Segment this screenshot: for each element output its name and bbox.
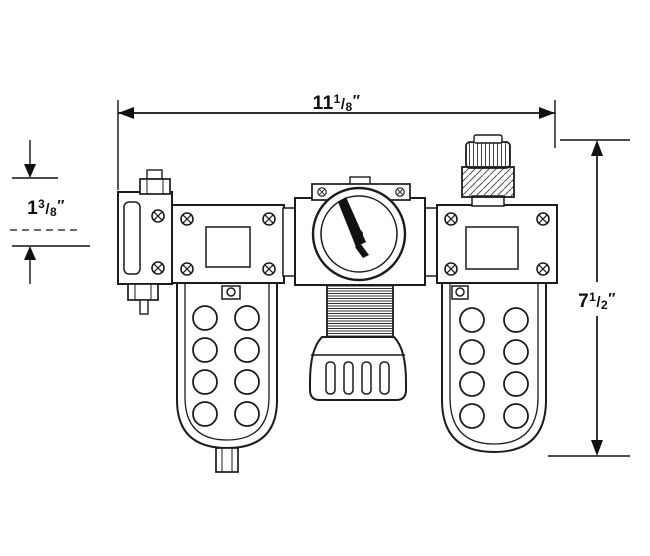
filter-unit — [171, 204, 285, 473]
filter-bowl — [176, 282, 278, 473]
port-height-dimension — [10, 140, 90, 284]
arrow-down-icon — [591, 440, 603, 456]
overall-height-dimension — [548, 139, 630, 457]
arrow-right-icon — [539, 107, 555, 119]
dim-numerator: 3 — [38, 197, 46, 211]
drain-plug — [215, 447, 239, 473]
dimension-annotations — [10, 100, 630, 457]
gauge-pivot — [355, 230, 363, 238]
inlet-port-block — [117, 169, 173, 315]
dim-whole: 11 — [312, 93, 334, 114]
lubricator-bowl — [441, 282, 547, 454]
pressure-gauge — [311, 186, 407, 282]
fraction-slash: / — [340, 96, 346, 113]
bowl-guard-holes — [459, 307, 529, 429]
knurled-cap — [465, 141, 511, 169]
dim-unit: ″ — [608, 290, 616, 307]
adjustment-knob — [309, 336, 407, 401]
frl-assembly — [117, 134, 558, 473]
dim-denominator: 2 — [601, 298, 609, 312]
fraction-slash: / — [596, 294, 602, 311]
bowl-guard-holes — [192, 305, 260, 427]
dim-numerator: 1 — [333, 92, 341, 106]
dim-unit: ″ — [57, 197, 65, 214]
threaded-stem — [326, 284, 394, 338]
dim-numerator: 1 — [589, 290, 597, 304]
arrow-left-icon — [118, 107, 134, 119]
dim-denominator: 8 — [345, 100, 353, 114]
arrow-up-icon — [591, 140, 603, 156]
port-height-dimension-label: 13/8″ — [8, 193, 84, 223]
lubricator-fill-cap — [461, 134, 515, 207]
dim-whole: 7 — [578, 291, 590, 312]
overall-height-dimension-label: 71/2″ — [565, 286, 629, 316]
sight-dome — [461, 166, 515, 198]
width-dimension-label: 111/8″ — [118, 88, 555, 118]
dim-denominator: 8 — [50, 205, 58, 219]
bowl-latch — [221, 285, 241, 300]
regulator-unit — [282, 176, 438, 401]
dim-unit: ″ — [352, 92, 361, 109]
arrow-down-icon — [24, 164, 36, 178]
arrow-up-icon — [24, 246, 36, 260]
dim-whole: 1 — [27, 198, 39, 219]
bowl-latch — [451, 285, 469, 300]
fraction-slash: / — [45, 201, 51, 218]
width-dimension — [117, 100, 556, 190]
drain-valve — [127, 283, 159, 315]
inlet-fitting — [139, 169, 171, 195]
lubricator-unit — [436, 134, 558, 454]
gauge-needle-tail — [355, 243, 369, 258]
